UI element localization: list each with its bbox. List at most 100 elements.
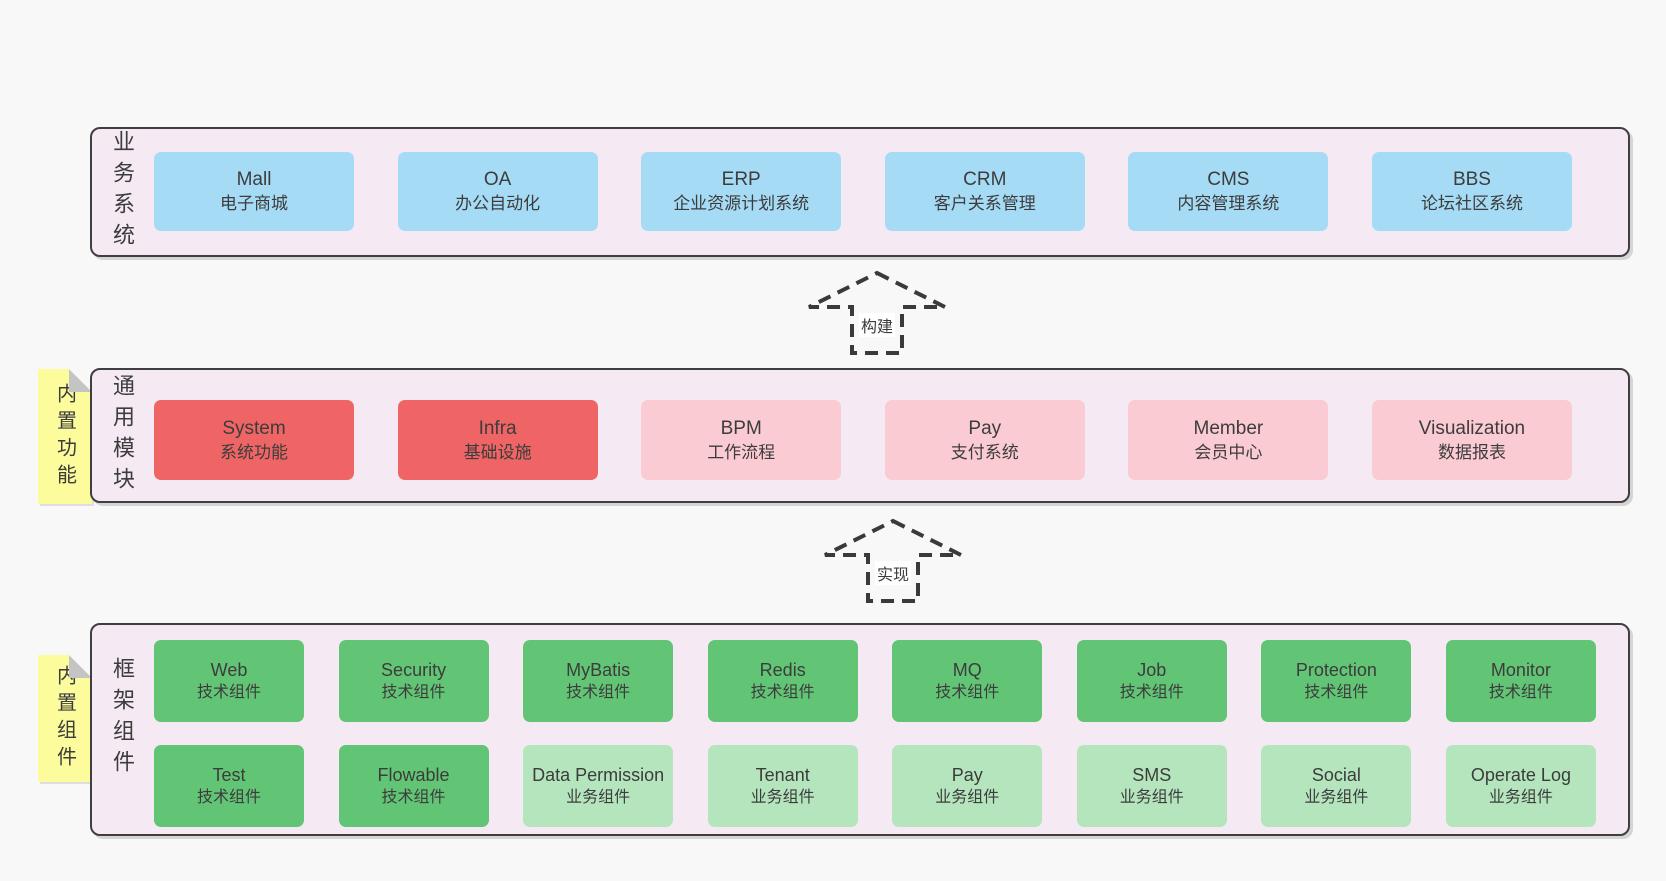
box-job: Job 技术组件	[1076, 640, 1227, 722]
box-bpm: BPM 工作流程	[641, 400, 842, 480]
arrow-build: 构建	[806, 270, 948, 356]
note-text: 内置组件	[53, 664, 76, 773]
box-pay-business: Pay 业务组件	[892, 745, 1043, 827]
box-cms: CMS 内容管理系统	[1128, 152, 1329, 231]
box-title: SMS	[1132, 764, 1172, 785]
box-flowable: Flowable 技术组件	[338, 745, 489, 827]
box-subtitle: 数据报表	[1437, 442, 1506, 462]
box-subtitle: 技术组件	[750, 683, 815, 701]
box-social: Social 业务组件	[1261, 745, 1412, 827]
box-title: Operate Log	[1470, 764, 1571, 785]
box-subtitle: 论坛社区系统	[1420, 194, 1523, 213]
box-subtitle: 业务组件	[566, 788, 631, 806]
box-title: BBS	[1452, 169, 1491, 190]
box-subtitle: 基础设施	[463, 442, 532, 462]
box-title: CRM	[963, 169, 1007, 190]
box-title: Mall	[236, 169, 272, 190]
box-title: Test	[212, 764, 246, 785]
box-row: Mall 电子商城 OA 办公自动化 ERP 企业资源计划系统 CRM 客户关系…	[154, 152, 1572, 231]
box-title: Data Permission	[532, 764, 665, 785]
box-data-permission: Data Permission 业务组件	[523, 745, 674, 827]
business-systems-layer: 业务系统 Mall 电子商城 OA 办公自动化 ERP 企业资源计划系统 CRM…	[90, 127, 1630, 257]
box-title: Flowable	[377, 764, 450, 785]
box-title: MQ	[952, 659, 982, 680]
box-title: Monitor	[1490, 659, 1551, 680]
box-test: Test 技术组件	[154, 745, 304, 827]
box-subtitle: 业务组件	[1119, 788, 1184, 806]
box-title: Security	[381, 659, 447, 680]
sticky-note-built-in-components: 内置组件	[38, 655, 92, 782]
layer-title-common-modules: 通用模块	[110, 373, 135, 498]
box-title: Visualization	[1418, 417, 1526, 439]
box-subtitle: 电子商城	[220, 194, 288, 213]
box-mq: MQ 技术组件	[892, 640, 1043, 722]
arrow-label: 实现	[874, 561, 912, 585]
box-visualization: Visualization 数据报表	[1371, 400, 1572, 480]
arrow-implement: 实现	[822, 518, 964, 604]
box-subtitle: 技术组件	[196, 683, 261, 701]
box-member: Member 会员中心	[1128, 400, 1329, 480]
box-mybatis: MyBatis 技术组件	[523, 640, 674, 722]
box-subtitle: 业务组件	[750, 788, 815, 806]
box-subtitle: 技术组件	[1304, 683, 1369, 701]
box-oa: OA 办公自动化	[397, 152, 598, 231]
box-title: ERP	[721, 169, 761, 190]
note-text: 内置功能	[53, 382, 76, 491]
box-subtitle: 支付系统	[950, 442, 1019, 462]
box-title: BPM	[720, 417, 762, 439]
box-subtitle: 业务组件	[1304, 788, 1369, 806]
box-subtitle: 企业资源计划系统	[673, 194, 810, 213]
box-erp: ERP 企业资源计划系统	[641, 152, 842, 231]
box-title: Job	[1137, 659, 1167, 680]
sticky-note-built-in-features: 内置功能	[38, 369, 92, 504]
note-fold-cut	[69, 369, 92, 392]
box-row: System 系统功能 Infra 基础设施 BPM 工作流程 Pay 支付系统…	[154, 400, 1572, 480]
box-subtitle: 技术组件	[1488, 683, 1553, 701]
box-infra: Infra 基础设施	[397, 400, 598, 480]
box-subtitle: 会员中心	[1194, 442, 1263, 462]
dashed-up-arrow-icon	[824, 518, 962, 603]
layer-title-framework-components: 框架组件	[110, 657, 135, 781]
box-subtitle: 办公自动化	[455, 194, 541, 213]
box-row: Test 技术组件 Flowable 技术组件 Data Permission …	[154, 745, 1596, 827]
box-title: Web	[210, 659, 248, 680]
box-title: MyBatis	[566, 659, 631, 680]
box-title: Pay	[968, 417, 1002, 439]
box-sms: SMS 业务组件	[1076, 745, 1227, 827]
box-subtitle: 技术组件	[1119, 683, 1184, 701]
box-subtitle: 工作流程	[707, 442, 776, 462]
box-subtitle: 客户关系管理	[933, 194, 1036, 213]
box-title: Protection	[1295, 659, 1377, 680]
box-subtitle: 技术组件	[381, 683, 446, 701]
box-title: Infra	[478, 417, 517, 439]
box-tenant: Tenant 业务组件	[707, 745, 858, 827]
box-subtitle: 系统功能	[220, 442, 288, 462]
box-title: System	[222, 417, 286, 439]
box-subtitle: 业务组件	[935, 788, 1000, 806]
box-mall: Mall 电子商城	[154, 152, 354, 231]
box-row: Web 技术组件 Security 技术组件 MyBatis 技术组件 Redi…	[154, 640, 1596, 722]
note-fold-cut	[69, 655, 92, 678]
box-protection: Protection 技术组件	[1261, 640, 1412, 722]
box-security: Security 技术组件	[338, 640, 489, 722]
box-title: Member	[1193, 417, 1264, 439]
box-bbs: BBS 论坛社区系统	[1371, 152, 1572, 231]
box-subtitle: 技术组件	[196, 788, 261, 806]
box-redis: Redis 技术组件	[707, 640, 858, 722]
box-subtitle: 内容管理系统	[1177, 194, 1280, 213]
box-title: Social	[1311, 764, 1361, 785]
box-title: Tenant	[755, 764, 810, 785]
box-monitor: Monitor 技术组件	[1445, 640, 1596, 722]
box-subtitle: 技术组件	[381, 788, 446, 806]
box-crm: CRM 客户关系管理	[884, 152, 1085, 231]
box-subtitle: 技术组件	[566, 683, 631, 701]
box-title: CMS	[1207, 169, 1250, 190]
box-title: Redis	[759, 659, 806, 680]
arrow-label: 构建	[858, 313, 896, 337]
common-modules-layer: 通用模块 System 系统功能 Infra 基础设施 BPM 工作流程 Pay…	[90, 368, 1630, 503]
box-web: Web 技术组件	[154, 640, 304, 722]
box-title: Pay	[951, 764, 983, 785]
box-system: System 系统功能	[154, 400, 354, 480]
box-title: OA	[483, 169, 512, 190]
